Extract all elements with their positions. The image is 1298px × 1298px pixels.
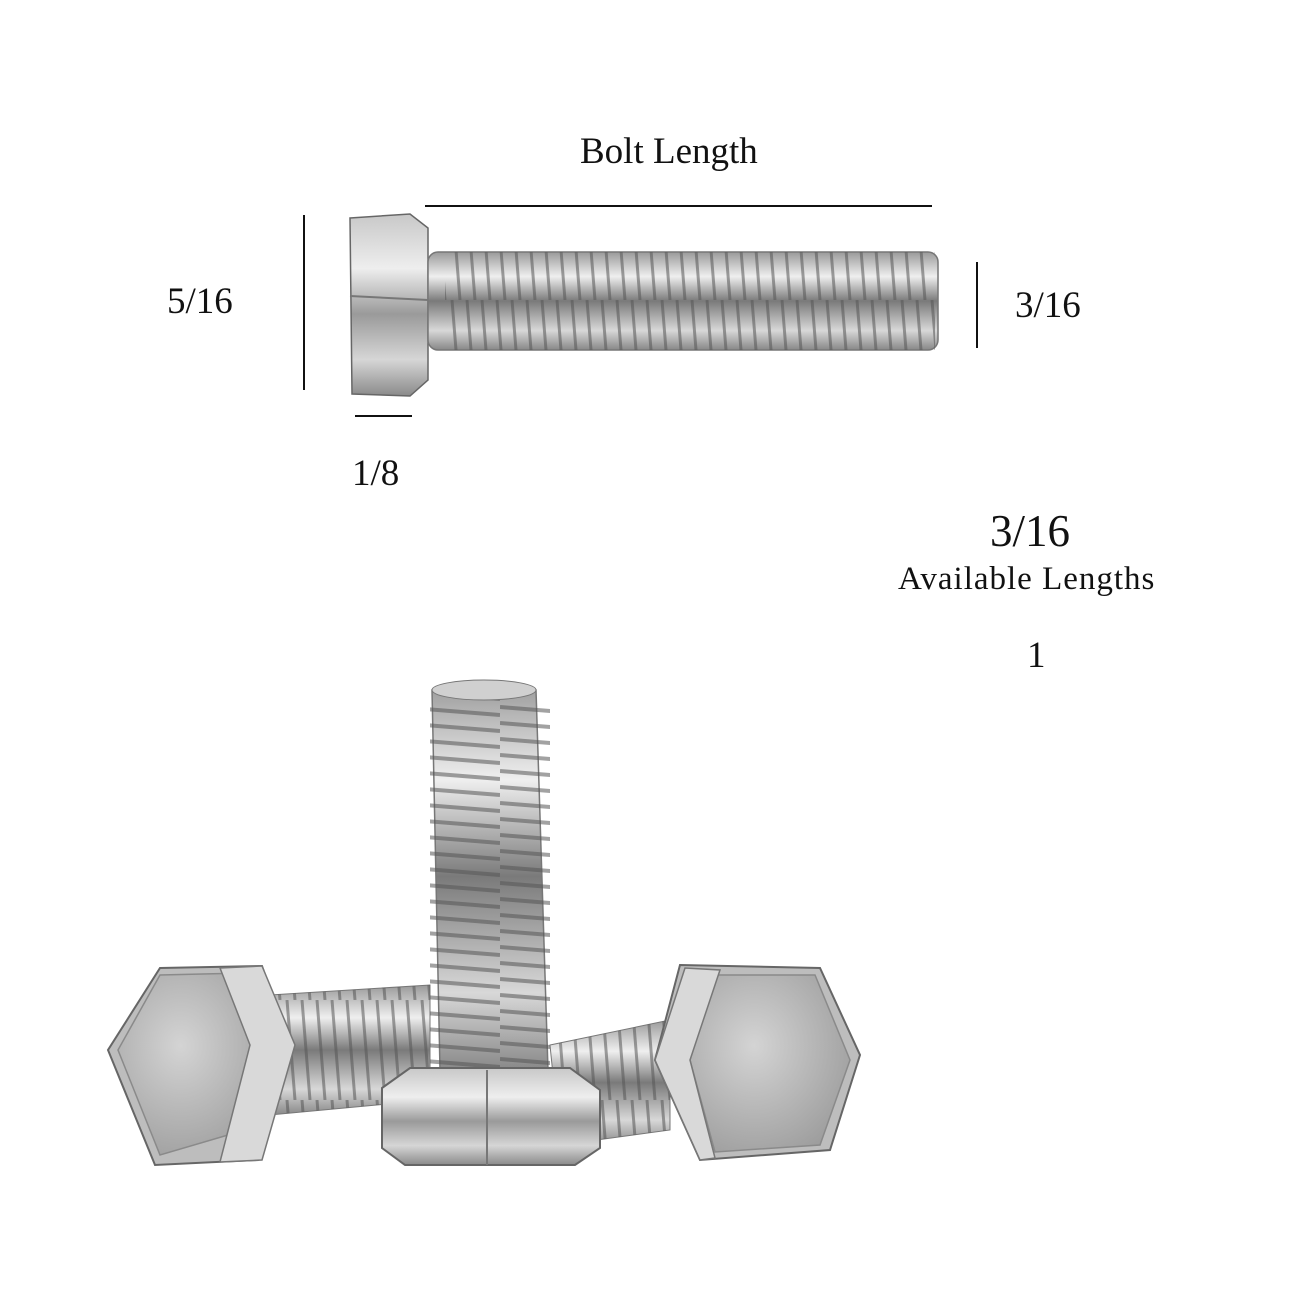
head-height-label: 5/16 [167,281,233,322]
head-thickness-label: 1/8 [352,453,400,494]
side-bolt [349,213,939,397]
available-length-value: 1 [1027,635,1046,676]
head-height-dimension-line [303,215,305,390]
head-thickness-dimension-line [355,415,412,417]
bolt-group-photo [106,679,862,1167]
bolt-size: 3/16 [990,506,1071,556]
thread-diameter-dimension-line [976,262,978,348]
available-lengths-label: Available Lengths [898,561,1156,597]
thread-diameter-label: 3/16 [1015,285,1081,326]
bolt-length-label: Bolt Length [580,131,758,172]
bolt-length-dimension-line [425,205,932,207]
